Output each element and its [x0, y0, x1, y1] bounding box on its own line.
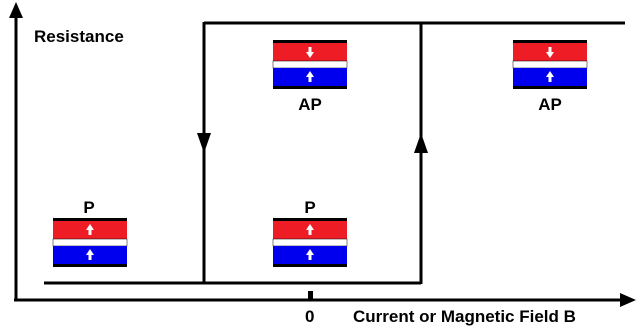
up-arrow-icon [414, 133, 428, 153]
up-arrow-icon [306, 71, 314, 82]
arrow-head [306, 52, 314, 58]
arrow-head [546, 52, 554, 58]
arrow-head [546, 71, 554, 77]
arrow-head [306, 71, 314, 77]
stack-top-cap [53, 218, 127, 221]
junction-stack-ap-center [272, 40, 348, 89]
stack-bottom-cap [273, 86, 347, 89]
arrow-shaft [548, 76, 552, 82]
arrow-shaft [88, 229, 92, 235]
up-arrow-icon [546, 71, 554, 82]
down-arrow-icon [306, 47, 314, 58]
arrow-shaft [308, 47, 312, 53]
stack-bottom-cap [273, 264, 347, 267]
arrow-shaft [548, 47, 552, 53]
arrow-shaft [308, 229, 312, 235]
junction-stacks [52, 40, 588, 267]
arrow-shaft [308, 254, 312, 260]
junction-stack-p-center [272, 218, 348, 267]
up-arrow-icon [306, 249, 314, 260]
state-label-ap-right: AP [538, 95, 562, 114]
arrow-head [306, 224, 314, 230]
junction-stack-p-left [52, 218, 128, 267]
stack-top-cap [273, 40, 347, 43]
arrow-head [86, 249, 94, 255]
tunnel-barrier [272, 238, 348, 247]
down-arrow-icon [197, 133, 211, 153]
stack-bottom-cap [53, 264, 127, 267]
down-arrow-icon [546, 47, 554, 58]
stack-bottom-cap [513, 86, 587, 89]
stack-top-cap [273, 218, 347, 221]
arrow-shaft [88, 254, 92, 260]
origin-label: 0 [305, 307, 314, 326]
arrow-head [306, 249, 314, 255]
axes [9, 2, 636, 307]
state-label-p-left: P [83, 198, 94, 217]
origin-tick [308, 291, 313, 300]
tunnel-barrier [272, 60, 348, 69]
y-axis-label: Resistance [34, 27, 124, 46]
stack-top-cap [513, 40, 587, 43]
arrow-head [86, 224, 94, 230]
tunnel-barrier [52, 238, 128, 247]
junction-stack-ap-right [512, 40, 588, 89]
arrow-shaft [308, 76, 312, 82]
up-arrow-icon [306, 224, 314, 235]
state-label-p-center: P [304, 198, 315, 217]
hysteresis-loop [44, 21, 625, 285]
y-axis-arrowhead-icon [9, 2, 23, 18]
state-label-ap-center: AP [298, 95, 322, 114]
x-axis-arrowhead-icon [620, 293, 636, 307]
up-arrow-icon [86, 249, 94, 260]
x-axis-label: Current or Magnetic Field B [353, 307, 576, 326]
up-arrow-icon [86, 224, 94, 235]
tunnel-barrier [512, 60, 588, 69]
